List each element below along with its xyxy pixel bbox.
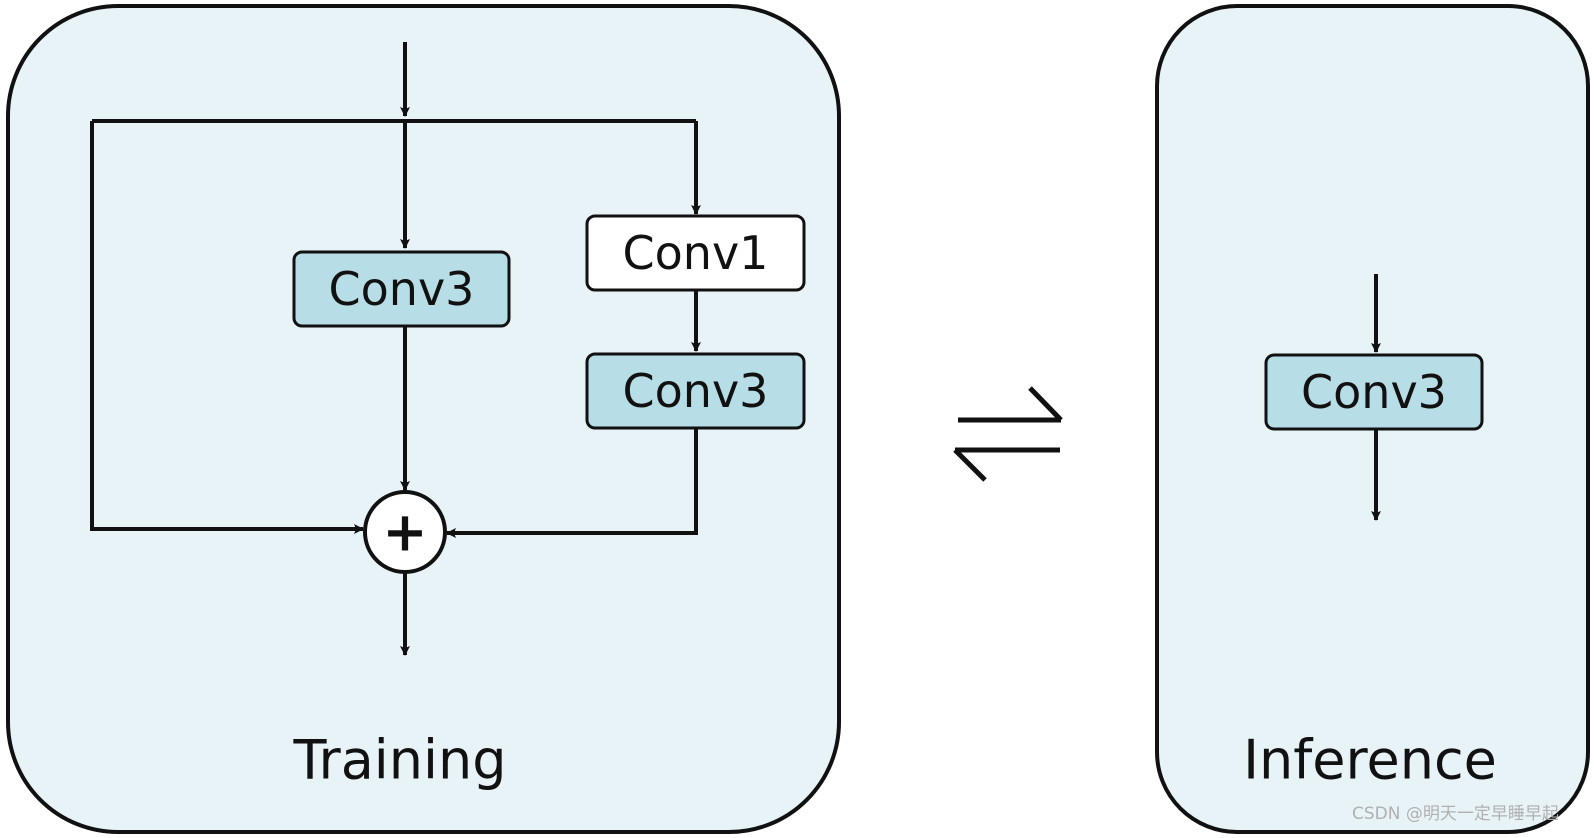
plus-circle-icon: + xyxy=(363,490,447,574)
conv3-left-label: Conv3 xyxy=(329,262,475,316)
training-panel: Conv3 Conv1 Conv3 + Training xyxy=(6,4,841,834)
identity-branch-arrow xyxy=(90,121,364,534)
conv3-right-label: Conv3 xyxy=(623,364,769,418)
conv3-left-rect xyxy=(292,250,511,328)
conv1-box: Conv1 xyxy=(585,214,806,292)
training-panel-background xyxy=(6,4,841,834)
conv1-label: Conv1 xyxy=(623,226,769,280)
inference-conv3-label: Conv3 xyxy=(1301,365,1447,419)
conv3-left-box: Conv3 xyxy=(292,250,511,328)
conv3-right-to-sum-arrow xyxy=(446,428,698,538)
inference-panel: Conv3 Inference xyxy=(1155,4,1590,834)
sum-symbol: + xyxy=(382,501,427,564)
watermark-text: CSDN @明天一定早睡早起 xyxy=(1352,804,1559,824)
conv3-right-box: Conv3 xyxy=(585,352,806,430)
inference-conv3-box: Conv3 xyxy=(1264,353,1484,431)
training-title: Training xyxy=(292,729,506,792)
inference-title: Inference xyxy=(1243,729,1497,792)
equilibrium-arrows-icon xyxy=(953,386,1063,482)
